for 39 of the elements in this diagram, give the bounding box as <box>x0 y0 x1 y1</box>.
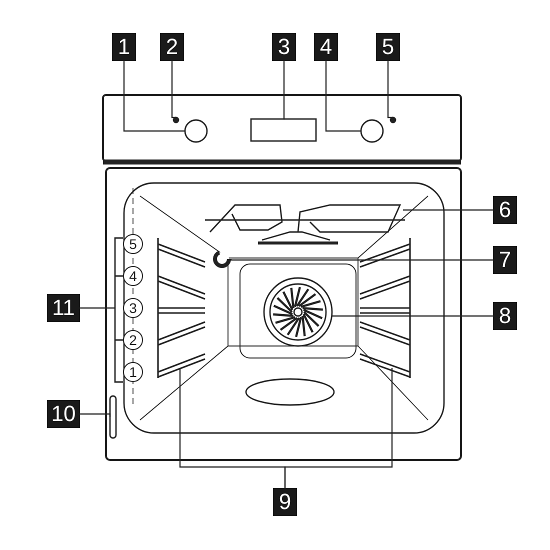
leader-line <box>171 61 176 118</box>
oven-lamp <box>213 250 231 268</box>
leader-line <box>403 209 493 211</box>
callout-number: 5 <box>376 33 400 61</box>
leader-line <box>230 258 493 261</box>
shelf-level-number: 2 <box>123 330 143 350</box>
callout-number: 1 <box>112 33 136 61</box>
callout-number: 4 <box>314 33 338 61</box>
callout-number: 2 <box>160 33 184 61</box>
slot-bar <box>109 395 117 439</box>
shelf-support <box>157 237 206 379</box>
shelf-level-bracket <box>114 237 124 383</box>
display <box>250 118 317 142</box>
leader-line <box>123 61 185 132</box>
callout-number: 3 <box>272 33 296 61</box>
leader-line <box>387 61 393 118</box>
shelf-support <box>359 237 411 379</box>
shelf-level-number: 3 <box>123 298 143 318</box>
leader-line <box>325 61 361 132</box>
indicator-light <box>390 116 396 124</box>
shelf-level-number: 5 <box>123 234 143 254</box>
callout-number: 8 <box>493 302 517 330</box>
leader-line <box>332 315 493 317</box>
callout-number: 6 <box>493 196 517 224</box>
fan <box>263 277 333 347</box>
shelf-level-number: 1 <box>123 362 143 382</box>
leader-line <box>282 61 285 120</box>
indicator-light <box>172 116 180 124</box>
callout-number: 11 <box>47 294 80 322</box>
callout-number: 7 <box>493 246 517 274</box>
callout-number: 9 <box>273 488 297 516</box>
leader-line <box>80 307 115 309</box>
leader-line <box>284 368 393 488</box>
control-knob <box>360 119 384 143</box>
callout-number: 10 <box>47 400 80 428</box>
control-knob <box>184 119 208 143</box>
leader-line <box>80 413 111 417</box>
shelf-level-number: 4 <box>123 266 143 286</box>
heating-element <box>204 204 406 244</box>
